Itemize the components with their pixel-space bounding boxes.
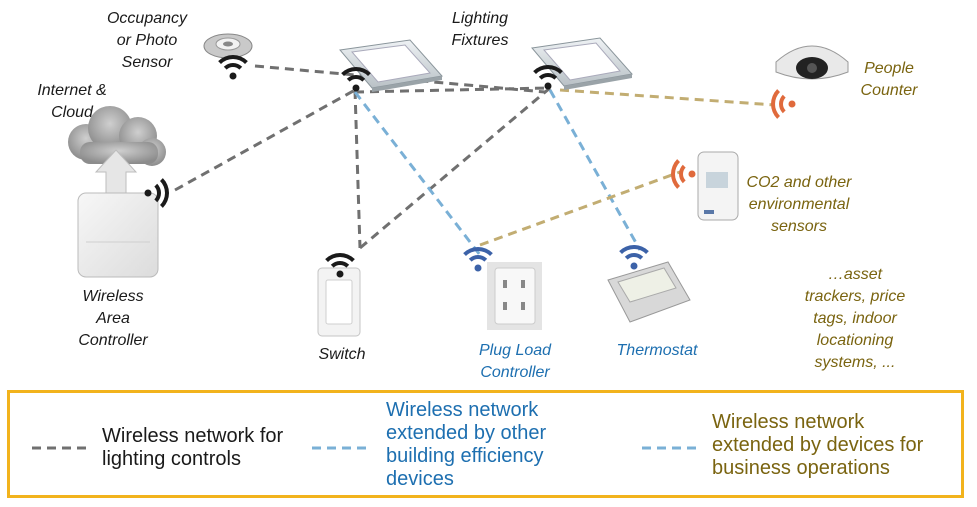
thermostat-label: Thermostat (616, 342, 698, 359)
thermostat-device-icon (607, 261, 691, 323)
legend-line-efficiency (312, 446, 368, 450)
wifi-icon (671, 159, 696, 189)
wifi-icon (463, 247, 493, 272)
asset-trackers-label: …asset trackers, price tags, indoor loca… (804, 266, 906, 371)
camera-icon (775, 45, 849, 80)
cloud-icon (68, 106, 166, 166)
plug-load-controller-label: Plug Load Controller (478, 342, 552, 381)
occupancy-sensor-label: Occupancy or Photo Sensor (106, 10, 188, 71)
occupancy-sensor-icon (203, 33, 253, 59)
outlet-device-icon (487, 262, 542, 330)
lighting-fixture-icon (531, 37, 633, 90)
co2-sensor-icon (697, 151, 739, 221)
people-counter-label: People Counter (860, 60, 918, 99)
lighting-fixture-icon (339, 39, 443, 92)
co2-sensors-label: CO2 and other environmental sensors (746, 174, 852, 235)
legend-text-business: Wireless network extended by devices for… (712, 411, 924, 479)
wireless-area-controller-label: Wireless Area Controller (78, 288, 148, 349)
lighting-network-lines (174, 64, 551, 250)
wifi-icon (325, 253, 355, 278)
switch-device-icon (317, 267, 361, 337)
legend-text-lighting: Wireless network for lighting controls (102, 425, 284, 470)
wifi-icon (771, 89, 796, 119)
legend-line-business (642, 446, 698, 450)
business-network-lines (479, 88, 776, 247)
internet-cloud-label: Internet & Cloud (37, 82, 107, 121)
switch-label: Switch (318, 346, 366, 363)
legend-line-lighting (32, 446, 88, 450)
efficiency-network-lines (353, 89, 642, 256)
wifi-icon (533, 65, 563, 90)
legend-box: Wireless network for lighting controls W… (7, 390, 964, 498)
wifi-icon (619, 245, 649, 270)
controller-device-icon (77, 192, 159, 278)
legend-text-efficiency: Wireless network extended by other build… (386, 399, 547, 490)
wifi-icon (144, 178, 169, 208)
lighting-fixtures-label: Lighting Fixtures (451, 10, 509, 49)
wifi-icon (341, 67, 371, 92)
wifi-icon (218, 55, 248, 80)
